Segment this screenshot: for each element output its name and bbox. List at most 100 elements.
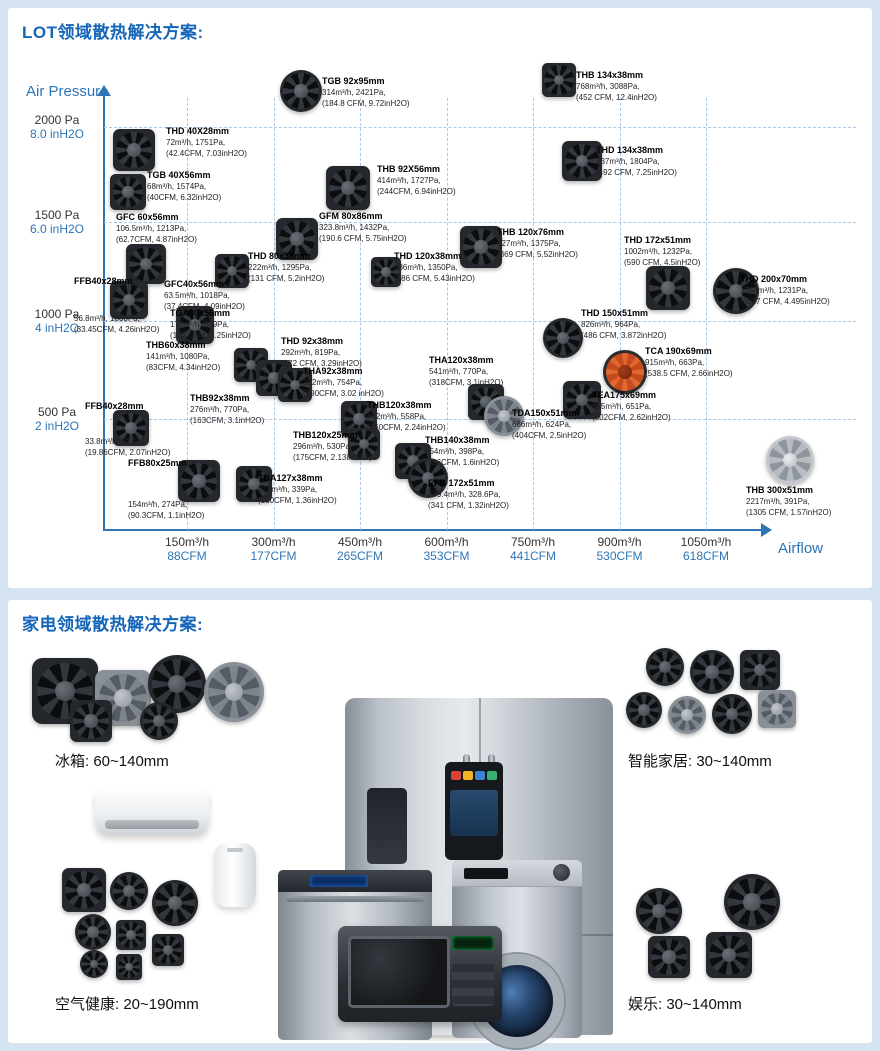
fan-spec-imperial: (260CFM, 2.24inH2O) <box>367 423 446 432</box>
fan-blades <box>77 916 109 948</box>
fan-hub <box>289 379 301 391</box>
fan-product-icon <box>236 466 272 502</box>
fan-blades <box>81 951 107 977</box>
fan-hub <box>474 240 488 254</box>
v-gridline <box>619 98 621 530</box>
y-tick-inh2o-value: 4 inH2O <box>34 321 80 335</box>
fan-spec-metric: 296m³/h, 530Pa, <box>293 442 353 451</box>
x-tick-cfm-value: 353CFM <box>423 549 470 563</box>
fan-product-icon <box>603 350 647 394</box>
fan-model-name: THB 134x38mm <box>576 70 644 80</box>
fan-hub <box>123 294 135 306</box>
fan-hub <box>407 455 419 467</box>
air-conditioner-vent <box>105 820 199 829</box>
fan-model-name: THB140x38mm <box>425 435 490 445</box>
fan-hub <box>224 682 244 702</box>
fan-model-name: THA120x38mm <box>429 355 494 365</box>
h-gridline <box>104 321 856 322</box>
fan-blades <box>709 935 749 975</box>
fan-hub <box>681 709 693 721</box>
fan-hub <box>84 714 98 728</box>
fan-model-name: THB120x25mm <box>293 430 358 440</box>
fan-spec-imperial: (163CFM, 3.1inH2O) <box>190 416 265 425</box>
y-tick-pa-value: 500 Pa <box>37 405 77 419</box>
fan-hub <box>124 962 134 972</box>
fan-product-icon <box>278 368 312 402</box>
fan-product-icon <box>542 63 576 97</box>
fan-product-icon <box>110 174 146 210</box>
fan-spec-imperial: (37.4CFM, 4.09inH2O) <box>164 302 245 311</box>
fan-spec-imperial: (160CFM, 1.36inH2O) <box>258 496 337 505</box>
fan-spec-imperial: (286 CFM, 5.43inH2O) <box>394 274 475 283</box>
fan-blades <box>693 653 731 691</box>
fan-hub <box>721 947 737 963</box>
fan-blades <box>545 320 581 356</box>
fan-spec-metric: 837m³/h, 1804Pa, <box>596 157 660 166</box>
x-tick-cfm-value: 88CFM <box>167 549 207 563</box>
fan-spec-metric: 314m³/h, 2421Pa, <box>322 88 386 97</box>
fan-spec-imperial: (318CFM, 3.1inH2O) <box>429 378 504 387</box>
fan-model-name: TDA150x51mm <box>512 408 577 418</box>
air-health-fan-icon <box>116 920 146 950</box>
fan-blades <box>217 256 247 286</box>
fan-blades <box>714 696 750 732</box>
fan-blades <box>112 874 146 908</box>
fan-model-name: FFB80x25mm <box>128 458 187 468</box>
fan-product-icon <box>646 266 690 310</box>
fan-model-name: THD 40X28mm <box>166 126 230 136</box>
fan-blades <box>180 462 218 500</box>
fan-model-name: THB 120x76mm <box>497 227 565 237</box>
fan-product-icon <box>215 254 249 288</box>
fan-spec-metric: 768m³/h, 3088Pa, <box>576 82 640 91</box>
fan-spec-imperial: (369 CFM, 5.52inH2O) <box>497 250 578 259</box>
fan-hub <box>54 680 76 702</box>
y-tick-inh2o-value: 8.0 inH2O <box>29 127 85 141</box>
dishwasher-display <box>310 875 368 887</box>
air-purifier-image <box>214 843 256 907</box>
fan-hub <box>245 359 257 371</box>
fan-spec-metric: 175m³/h, 809Pa, <box>170 320 230 329</box>
fan-spec-imperial: (590 CFM, 4.5inH2O) <box>624 258 701 267</box>
fan-hub <box>89 959 99 969</box>
washer-knob <box>553 864 570 881</box>
x-axis-label: Airflow <box>778 540 824 557</box>
air-health-fan-icon <box>152 934 184 966</box>
fan-spec-imperial: (190.6 CFM, 5.75inH2O) <box>319 234 407 243</box>
fan-model-name: THB60x38mm <box>146 340 206 350</box>
fan-spec-imperial: (486 CFM, 3.872inH2O) <box>581 331 667 340</box>
fan-model-name: TDA127x38mm <box>258 473 323 483</box>
category-label-refrigerator: 冰箱: 60~140mm <box>55 753 169 770</box>
fan-spec-imperial: (538.5 CFM, 2.66inH2O) <box>645 369 733 378</box>
fan-model-name: TGB 92x95mm <box>322 76 385 86</box>
entertainment-fan-icon <box>706 932 752 978</box>
smart-home-fan-icon <box>740 650 780 690</box>
fan-hub <box>163 945 173 955</box>
v-gridline <box>273 98 275 530</box>
fan-blades <box>112 283 146 317</box>
entertainment-fan-icon <box>648 936 690 978</box>
fan-spec-metric: 627m³/h, 1375Pa, <box>497 239 561 248</box>
screen-app-icon <box>451 771 461 780</box>
fan-hub <box>662 950 676 964</box>
x-tick-cfm-value: 530CFM <box>596 549 643 563</box>
fan-hub <box>168 675 186 693</box>
fan-spec-metric: 541m³/h, 770Pa, <box>429 367 489 376</box>
fan-spec-imperial: (452 CFM, 12.4inH2O) <box>576 93 657 102</box>
y-tick-pa-value: 2000 Pa <box>34 113 80 127</box>
fan-model-name: THB 92X56mm <box>377 164 441 174</box>
fan-blades <box>282 72 320 110</box>
